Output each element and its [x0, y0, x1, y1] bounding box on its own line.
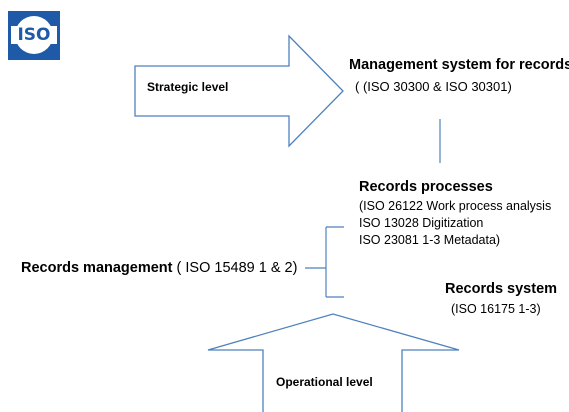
records-system-title: Records system [445, 281, 558, 297]
operational-arrow-shape [207, 313, 460, 412]
records-processes-line: ISO 23081 1-3 Metadata) [359, 233, 501, 247]
strategic-arrow-shape [134, 34, 344, 148]
operational-level-label: Operational level [276, 375, 373, 389]
records-management-label: Records management ( ISO 15489 1 & 2) [21, 260, 297, 276]
records-system-standards: (ISO 16175 1-3) [451, 302, 541, 316]
iso-logo-icon [11, 16, 57, 54]
records-management-title: Records management [21, 260, 173, 276]
records-processes-line: ISO 13028 Digitization [359, 216, 484, 230]
records-processes-line: (ISO 26122 Work process analysis [359, 199, 552, 213]
management-system-standards: ( (ISO 30300 & ISO 30301) [355, 79, 512, 94]
records-processes-title: Records processes [359, 179, 493, 195]
iso-logo-text: ISO [17, 25, 51, 45]
strategic-level-label: Strategic level [147, 80, 229, 94]
management-system-title: Management system for records [349, 57, 569, 73]
records-management-standards: ( ISO 15489 1 & 2) [176, 260, 298, 276]
iso-logo: ISO [8, 11, 60, 60]
